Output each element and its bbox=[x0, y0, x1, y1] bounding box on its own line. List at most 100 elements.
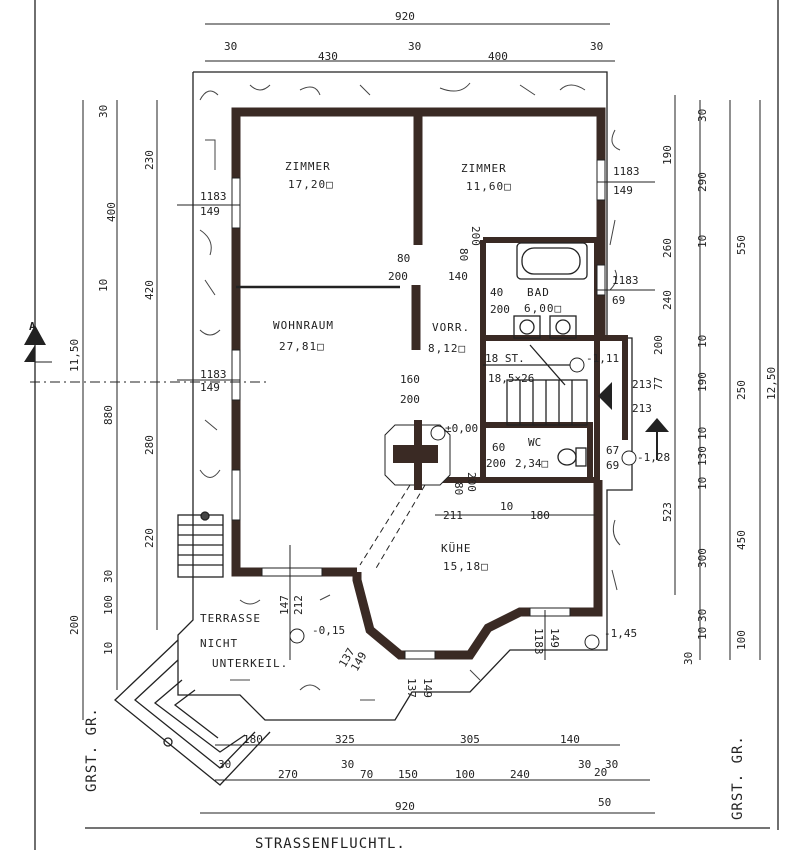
stair-arrow-icon bbox=[598, 382, 612, 410]
window-label: 69 bbox=[606, 459, 619, 472]
room-bad-area: 6,00□ bbox=[524, 302, 562, 315]
dim-label: 100 bbox=[455, 768, 475, 781]
sinks bbox=[513, 315, 577, 339]
dim-label: 10 bbox=[696, 477, 709, 490]
dim-label: 70 bbox=[360, 768, 373, 781]
terrasse-label: TERRASSE bbox=[200, 612, 261, 625]
dim-label: 30 bbox=[341, 758, 354, 771]
left-dimensions: 11,50 30 400 10 880 30 100 10 200 230 42… bbox=[68, 105, 156, 792]
window-label: 149 bbox=[421, 678, 434, 698]
kitchen-passage bbox=[359, 484, 426, 571]
door-label: 77 bbox=[652, 377, 665, 390]
door-label: 80 bbox=[452, 482, 465, 495]
door-label: 147 bbox=[278, 595, 291, 615]
dim-label: 260 bbox=[661, 238, 674, 258]
window-label: 1183 bbox=[200, 190, 227, 203]
stair-count: 18 ST. bbox=[485, 352, 525, 365]
door-label: 140 bbox=[448, 270, 468, 283]
window-label: 1183 bbox=[200, 368, 227, 381]
terrasse-note-2: UNTERKEIL. bbox=[212, 657, 288, 670]
street-line-label: STRASSENFLUCHTL. bbox=[255, 836, 406, 850]
wall-stair bbox=[480, 335, 628, 483]
door-label: 200 bbox=[490, 303, 510, 316]
dim-label: 30 bbox=[102, 570, 115, 583]
dim-label: 30 bbox=[590, 40, 603, 53]
room-wohnraum-label: WOHNRAUM bbox=[273, 319, 334, 332]
dim-label: 920 bbox=[395, 800, 415, 813]
dim-label: 400 bbox=[105, 202, 118, 222]
bottom-dimensions: 180 325 305 140 30 270 30 70 150 100 240… bbox=[218, 733, 618, 813]
dim-label: 10 bbox=[500, 500, 513, 513]
dimension-lines bbox=[82, 23, 761, 814]
dim-label: 230 bbox=[143, 150, 156, 170]
dim-label: 400 bbox=[488, 50, 508, 63]
dim-label: 30 bbox=[218, 758, 231, 771]
section-marker-label: A bbox=[29, 320, 36, 333]
room-kueche-area: 15,18□ bbox=[443, 560, 489, 573]
door-label: 200 bbox=[388, 270, 408, 283]
door-label: 213 bbox=[632, 402, 652, 415]
section-marker-a: A bbox=[24, 320, 270, 383]
window-label: 149 bbox=[548, 628, 561, 648]
dim-label: 100 bbox=[102, 595, 115, 615]
dim-label: 211 bbox=[443, 509, 463, 522]
dim-label: 130 bbox=[696, 446, 709, 466]
window-label: 1183 bbox=[612, 274, 639, 287]
room-vorraum-label: VORR. bbox=[432, 321, 470, 334]
dim-label: 270 bbox=[278, 768, 298, 781]
dim-label: 240 bbox=[510, 768, 530, 781]
room-vorraum-area: 8,12□ bbox=[428, 342, 466, 355]
stone-paving-pattern bbox=[199, 82, 621, 701]
dim-label: 190 bbox=[696, 372, 709, 392]
dim-label: 550 bbox=[735, 235, 748, 255]
interior-stair bbox=[483, 344, 588, 426]
dim-label: 10 bbox=[97, 279, 110, 292]
dim-label: 290 bbox=[696, 172, 709, 192]
dim-label: 30 bbox=[408, 40, 421, 53]
door-label: 80 bbox=[397, 252, 410, 265]
door-label: 160 bbox=[400, 373, 420, 386]
inner-dimensions: 211 10 180 bbox=[443, 500, 550, 522]
bathtub bbox=[516, 242, 588, 280]
dim-label: 10 bbox=[696, 335, 709, 348]
toilet bbox=[557, 447, 587, 467]
dim-label: 920 bbox=[395, 10, 415, 23]
window-label: 137 bbox=[405, 678, 418, 698]
door-label: 200 bbox=[469, 226, 482, 246]
level-stair: -1,11 bbox=[586, 352, 619, 365]
room-bad-label: BAD bbox=[527, 286, 550, 299]
kitchen-exterior-wall bbox=[352, 480, 603, 660]
top-dimensions: 920 30 430 30 400 30 bbox=[224, 10, 603, 63]
dim-label: 150 bbox=[398, 768, 418, 781]
door-label: 200 bbox=[465, 472, 478, 492]
dim-label: 880 bbox=[102, 405, 115, 425]
dim-label: 240 bbox=[661, 290, 674, 310]
dim-label: 220 bbox=[143, 528, 156, 548]
window-label: 149 bbox=[200, 381, 220, 394]
room-zimmer-2-area: 11,60□ bbox=[466, 180, 512, 193]
room-wc-area: 2,34□ bbox=[515, 457, 548, 470]
door-label: 200 bbox=[652, 335, 665, 355]
windows bbox=[231, 159, 606, 660]
door-label: 213 bbox=[632, 378, 652, 391]
dim-label: 280 bbox=[143, 435, 156, 455]
dim-label: 10 bbox=[102, 642, 115, 655]
dim-label: 30 bbox=[696, 109, 709, 122]
dim-label: 30 bbox=[578, 758, 591, 771]
door-label: 200 bbox=[486, 457, 506, 470]
dim-label: 50 bbox=[598, 796, 611, 809]
dim-label: 30 bbox=[605, 758, 618, 771]
door-label: 60 bbox=[492, 441, 505, 454]
dim-label: 300 bbox=[696, 548, 709, 568]
door-label: 40 bbox=[490, 286, 503, 299]
room-kueche-label: KÜHE bbox=[441, 542, 472, 555]
room-zimmer-2-label: ZIMMER bbox=[461, 162, 507, 175]
fireplace bbox=[384, 420, 451, 490]
level-main: ±0,00 bbox=[445, 422, 478, 435]
opening-labels: 1183 149 1183 149 1183 149 1183 69 80 20… bbox=[200, 165, 665, 698]
dim-label: 30 bbox=[696, 609, 709, 622]
dim-label: 325 bbox=[335, 733, 355, 746]
room-zimmer-1-label: ZIMMER bbox=[285, 160, 331, 173]
window-label: 1183 bbox=[613, 165, 640, 178]
boundary-label-left: GRST. GR. bbox=[84, 707, 100, 792]
